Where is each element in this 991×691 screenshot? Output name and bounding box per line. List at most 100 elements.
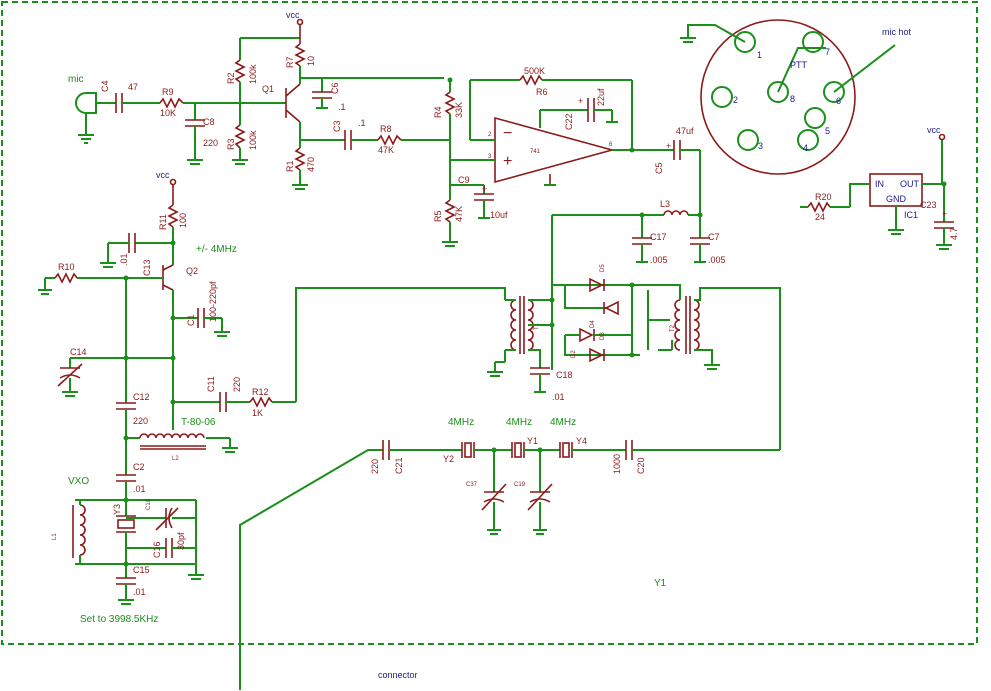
capacitor-c6: C6 .1 xyxy=(300,77,444,112)
svg-text:220: 220 xyxy=(133,416,148,426)
transformer-t2: T2 xyxy=(660,284,781,450)
svg-text:.1: .1 xyxy=(338,102,346,112)
svg-text:1000: 1000 xyxy=(612,454,622,474)
svg-text:47: 47 xyxy=(128,82,138,92)
svg-text:10uf: 10uf xyxy=(490,210,508,220)
svg-text:2: 2 xyxy=(488,132,492,138)
svg-text:.01: .01 xyxy=(133,587,146,597)
svg-text:4.7: 4.7 xyxy=(949,227,959,240)
capacitor-c17: C17 .005 xyxy=(632,215,668,265)
mic-label: mic xyxy=(68,74,84,85)
svg-text:R20: R20 xyxy=(815,192,832,202)
svg-text:.1: .1 xyxy=(358,118,366,128)
svg-text:L2: L2 xyxy=(172,456,179,462)
resistor-r12: R12 1K xyxy=(249,287,506,418)
board-outline xyxy=(1,1,978,645)
inductor-l3: L3 xyxy=(552,199,700,216)
svg-text:R1: R1 xyxy=(285,160,295,172)
svg-text:−: − xyxy=(503,125,512,142)
svg-text:47uf: 47uf xyxy=(676,126,694,136)
diode-d3: D3 xyxy=(565,327,632,343)
resistor-r2: R2 100k xyxy=(226,37,300,125)
svg-text:R11: R11 xyxy=(158,214,168,230)
svg-text:.01: .01 xyxy=(119,253,129,266)
resistor-r6: 500K R6 xyxy=(469,66,632,140)
svg-text:C20: C20 xyxy=(636,457,646,474)
svg-text:C8: C8 xyxy=(203,117,215,127)
svg-text:Y3: Y3 xyxy=(112,504,122,515)
capacitor-c4: C4 47 xyxy=(100,80,160,113)
mic-connector: 1 2 3 4 5 6 7 8 PTT mic hot xyxy=(680,19,912,175)
capacitor-c18: C18 .01 xyxy=(530,355,573,402)
svg-text:C18: C18 xyxy=(556,370,573,380)
vcc-q2: vcc R11 100 +/- 4MHz xyxy=(156,170,237,265)
resistor-r1: R1 470 xyxy=(285,122,316,190)
svg-text:C23: C23 xyxy=(920,200,937,210)
svg-text:L1: L1 xyxy=(52,533,58,540)
crystal-filter: 220 C21 Y2 4MHz 4MHz Y1 4MHz Y4 1000 C20 xyxy=(239,417,780,690)
svg-text:22uf: 22uf xyxy=(596,88,606,106)
svg-text:33K: 33K xyxy=(454,102,464,118)
svg-text:47K: 47K xyxy=(378,145,394,155)
svg-text:C10: C10 xyxy=(146,498,152,510)
svg-text:vcc: vcc xyxy=(927,125,941,135)
svg-text:IN: IN xyxy=(875,179,884,189)
svg-text:T-80-06: T-80-06 xyxy=(181,417,216,428)
svg-text:8: 8 xyxy=(790,94,795,104)
svg-text:220: 220 xyxy=(232,377,242,392)
svg-text:7: 7 xyxy=(825,47,830,57)
svg-text:C11: C11 xyxy=(206,376,216,392)
svg-text:T1: T1 xyxy=(534,322,540,330)
capacitor-c5: + C5 47uf xyxy=(632,126,701,215)
transformer-t1: T1 xyxy=(487,296,540,377)
transistor-q2: Q2 xyxy=(162,264,198,400)
svg-text:C1: C1 xyxy=(186,314,196,326)
resistor-r4: R4 33K xyxy=(433,78,464,160)
svg-text:24: 24 xyxy=(815,212,825,222)
svg-text:R6: R6 xyxy=(536,87,548,97)
svg-text:OUT: OUT xyxy=(900,179,920,189)
svg-text:2: 2 xyxy=(733,95,738,105)
svg-text:VXO: VXO xyxy=(68,476,89,487)
svg-text:T2: T2 xyxy=(670,324,676,332)
svg-text:R9: R9 xyxy=(162,87,174,97)
svg-text:+: + xyxy=(503,153,512,170)
svg-text:IC1: IC1 xyxy=(904,210,918,220)
svg-text:220: 220 xyxy=(203,138,218,148)
connector-label: connector xyxy=(378,670,418,680)
svg-text:+: + xyxy=(482,184,487,194)
resistor-r3: R3 100k xyxy=(226,124,258,165)
vxo-section: VXO L1 Y3 C10 C16 30pf C15 xyxy=(52,476,204,625)
svg-text:C9: C9 xyxy=(458,175,470,185)
svg-text:D2: D2 xyxy=(571,350,577,358)
capacitor-c13: C13 .01 xyxy=(100,233,173,276)
svg-text:Y2: Y2 xyxy=(443,454,454,464)
svg-text:vcc: vcc xyxy=(156,170,170,180)
svg-text:30pf: 30pf xyxy=(176,532,186,550)
svg-text:C6: C6 xyxy=(330,82,340,94)
svg-text:Q1: Q1 xyxy=(262,84,274,94)
svg-text:741: 741 xyxy=(530,149,541,155)
svg-text:Set to 3998.5KHz: Set to 3998.5KHz xyxy=(80,614,158,625)
svg-text:100: 100 xyxy=(178,213,188,228)
svg-text:C2: C2 xyxy=(133,462,145,472)
svg-text:47K: 47K xyxy=(454,206,464,222)
svg-text:R10: R10 xyxy=(58,262,75,272)
svg-text:3: 3 xyxy=(758,141,763,151)
svg-text:PTT: PTT xyxy=(790,60,808,70)
svg-text:Y1: Y1 xyxy=(527,436,538,446)
svg-text:+: + xyxy=(666,141,671,151)
svg-text:4: 4 xyxy=(803,143,808,153)
svg-text:C13: C13 xyxy=(142,259,152,276)
svg-text:1K: 1K xyxy=(252,408,263,418)
svg-text:470: 470 xyxy=(306,157,316,172)
svg-text:R5: R5 xyxy=(433,210,443,222)
svg-text:.01: .01 xyxy=(133,484,146,494)
vcc-q1: vcc R7 10 xyxy=(285,10,316,84)
resistor-r10: R10 xyxy=(38,262,163,295)
svg-text:C15: C15 xyxy=(133,565,150,575)
svg-text:.005: .005 xyxy=(708,255,726,265)
svg-text:3: 3 xyxy=(488,154,492,160)
svg-text:+: + xyxy=(578,96,583,106)
capacitor-c3: C3 .1 xyxy=(300,118,378,150)
